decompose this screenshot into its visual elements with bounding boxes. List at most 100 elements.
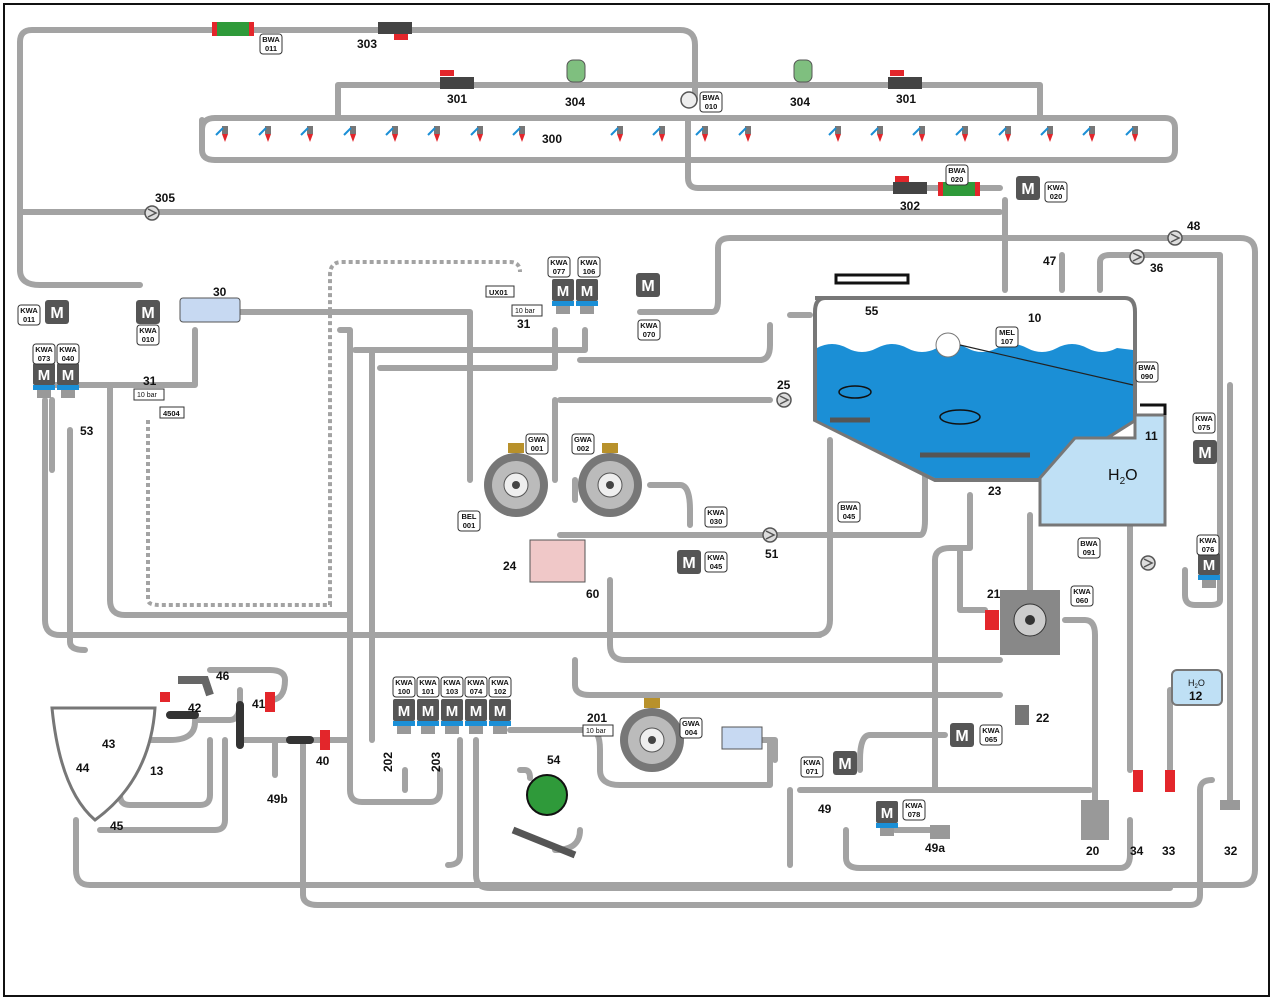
tag-kwa045-line1: 045 (710, 562, 723, 571)
tag-bwa020-line1: 020 (951, 175, 964, 184)
tag-bwa091-line0: BWA (1080, 539, 1098, 548)
pressure-filters (212, 22, 980, 196)
tag-kwa077-line0: KWA (550, 258, 568, 267)
section-valves (378, 22, 927, 194)
tag-bwa045-line0: BWA (840, 503, 858, 512)
label-21: 21 (987, 587, 1001, 601)
tag-gwa004-line0: GWA (682, 719, 700, 728)
injector-unit (985, 590, 1060, 655)
label-300: 300 (542, 132, 562, 146)
tag-kwa010-line0: KWA (139, 326, 157, 335)
tag-kwa073-line1: 073 (38, 354, 51, 363)
tag-kwa040-line0: KWA (59, 345, 77, 354)
label-53: 53 (80, 424, 94, 438)
tag-kwa065-line1: 065 (985, 735, 998, 744)
tag-kwa071-line1: 071 (806, 767, 819, 776)
label-46: 46 (216, 669, 230, 683)
tag-bwa045-line1: 045 (843, 512, 856, 521)
label-202: 202 (381, 752, 395, 772)
label-51: 51 (765, 547, 779, 561)
label-45: 45 (110, 819, 124, 833)
label-49b: 49b (267, 792, 288, 806)
label-13: 13 (150, 764, 164, 778)
tag-kwa106-line0: KWA (580, 258, 598, 267)
label-304-right: 304 (790, 95, 810, 109)
label-24: 24 (503, 559, 517, 573)
label-203: 203 (429, 752, 443, 772)
tag-bel001-line0: BEL (462, 512, 477, 521)
tag-gwa002-line0: GWA (574, 435, 592, 444)
tag-kwa073-line0: KWA (35, 345, 53, 354)
tag-gwa001-line0: GWA (528, 435, 546, 444)
tag-kwa074-line1: 074 (470, 687, 483, 696)
misc-labels: UX01 10 bar 10 bar 10 bar 4504 (133, 285, 614, 737)
diaphragm-pumps (483, 442, 685, 773)
label-32: 32 (1224, 844, 1238, 858)
label-36: 36 (1150, 261, 1164, 275)
tag-kwa100-line0: KWA (395, 678, 413, 687)
tag-kwa078-line0: KWA (905, 801, 923, 810)
frame (3, 3, 1270, 997)
tag-bwa010-line1: 010 (705, 102, 718, 111)
suction-filters (179, 297, 763, 750)
tag-bwa011-line1: 011 (265, 44, 277, 53)
label-54: 54 (547, 753, 561, 767)
h2o-label-12: H2O (1188, 678, 1205, 690)
tag-kwa070-line0: KWA (640, 321, 658, 330)
component-numbers: 10 11 12 13 20 21 22 23 24 25 30 31 31 3… (76, 37, 1238, 858)
tag-kwa102-line0: KWA (491, 678, 509, 687)
tag-kwa071-line0: KWA (803, 758, 821, 767)
label-11: 11 (1145, 429, 1158, 443)
tag-kwa011-line1: 011 (23, 315, 35, 324)
tag-kwa020-line0: KWA (1047, 183, 1065, 192)
label-60: 60 (586, 587, 600, 601)
tag-kwa078-line1: 078 (908, 810, 921, 819)
tag-bwa090-line1: 090 (1141, 372, 1154, 381)
label-303: 303 (357, 37, 377, 51)
tag-kwa103-line0: KWA (443, 678, 461, 687)
label-43: 43 (102, 737, 116, 751)
label-47: 47 (1043, 254, 1057, 268)
pressure-label-201: 10 bar (586, 728, 607, 735)
tag-kwa065-line0: KWA (982, 726, 1000, 735)
pressure-label-31-left: 10 bar (137, 392, 158, 399)
tag-kwa074-line0: KWA (467, 678, 485, 687)
tag-kwa075-line0: KWA (1195, 414, 1213, 423)
tag-kwa045-line0: KWA (707, 553, 725, 562)
tag-kwa011-line0: KWA (20, 306, 38, 315)
tag-bwa011-line0: BWA (262, 35, 280, 44)
label-304-left: 304 (565, 95, 585, 109)
tag-bwa090-line0: BWA (1138, 363, 1156, 372)
h2o-label-11: H2O (1108, 467, 1138, 487)
tag-kwa076-line0: KWA (1199, 536, 1217, 545)
ux01-label: UX01 (489, 288, 508, 297)
gauge-icon (680, 91, 698, 109)
tag-bwa091-line1: 091 (1083, 548, 1096, 557)
label-33: 33 (1162, 844, 1176, 858)
fresh-water-tank (1038, 403, 1167, 527)
label-55: 55 (865, 304, 879, 318)
hand-wash-tank (50, 706, 157, 822)
